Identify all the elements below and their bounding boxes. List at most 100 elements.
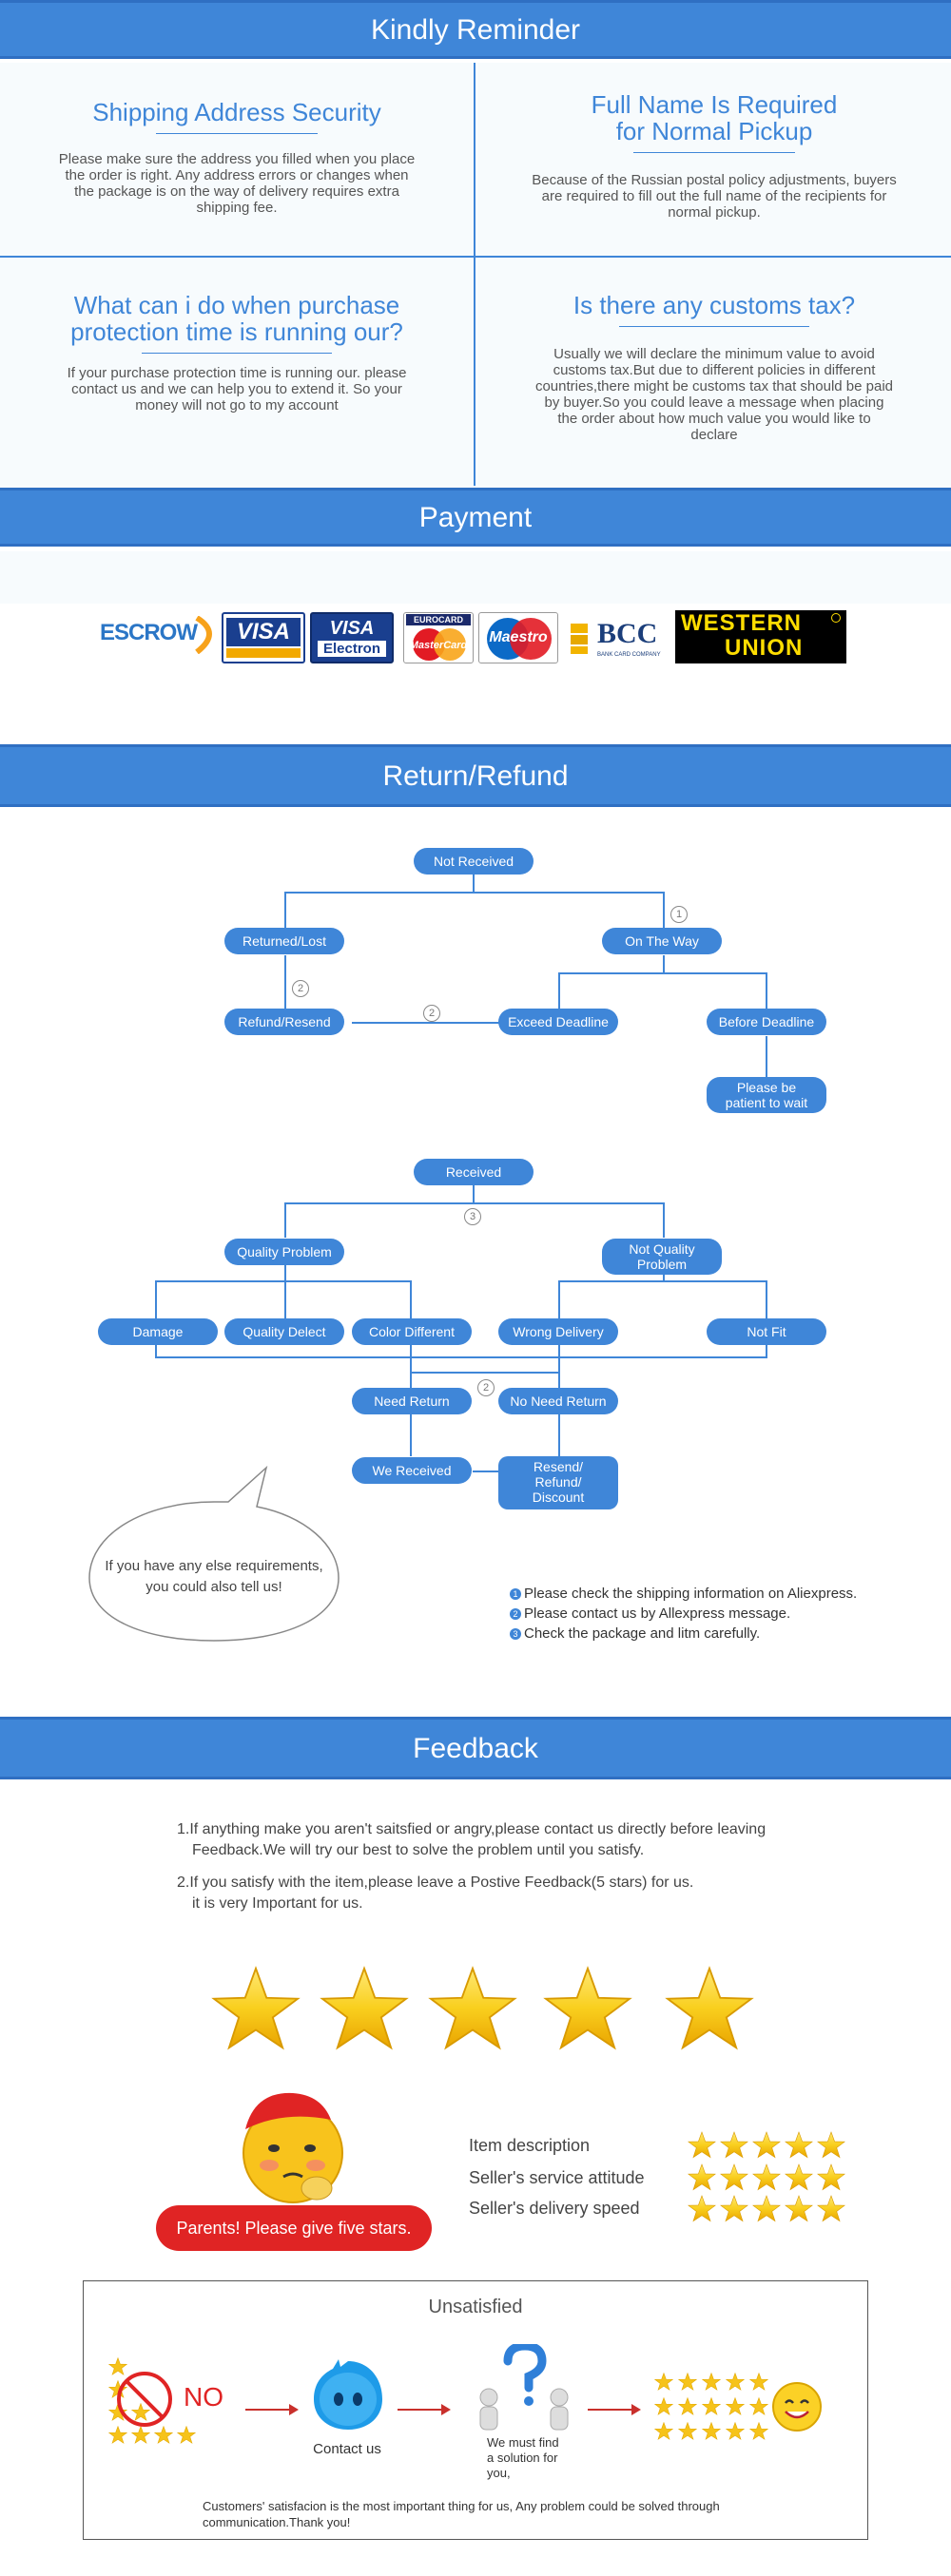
unsatisfied-footer: Customers' satisfacion is the most impor… xyxy=(203,2498,720,2530)
visa-electron-top: VISA xyxy=(329,618,375,639)
cell-body: Please make sure the address you filled … xyxy=(58,151,416,216)
escrow-swoosh-icon xyxy=(195,616,212,654)
bcc-text: BCC xyxy=(597,618,658,649)
divider xyxy=(633,152,795,153)
bubble-text: If you have any else requirements, you c… xyxy=(95,1556,333,1598)
connector xyxy=(558,1280,767,1282)
connector xyxy=(155,1280,157,1318)
cell-body: If your purchase protection time is runn… xyxy=(67,365,407,413)
marker-3: 3 xyxy=(464,1208,481,1225)
rating-stars-row xyxy=(688,2131,847,2160)
note-number-badge: 1 xyxy=(510,1588,521,1600)
node-exceed-deadline: Exceed Deadline xyxy=(498,1009,618,1035)
connector xyxy=(155,1280,412,1282)
node-before-deadline: Before Deadline xyxy=(707,1009,826,1035)
node-returned-lost: Returned/Lost xyxy=(224,928,344,954)
big-star-icon xyxy=(543,1966,632,2051)
cell-title: Is there any customs tax? xyxy=(573,291,856,319)
smiley-icon xyxy=(772,2382,822,2432)
feedback-point-1-line1: 1.If anything make you aren't saitsfied … xyxy=(177,1821,767,1837)
visa-electron-logo: VISA Electron xyxy=(310,612,394,663)
mastercard-text: MasterCard xyxy=(409,640,468,651)
feedback-point-1-line2: Feedback.We will try our best to solve t… xyxy=(192,1842,645,1858)
connector xyxy=(284,1265,286,1318)
refund-header: Return/Refund xyxy=(0,744,951,807)
node-received: Received xyxy=(414,1159,534,1185)
cell-title-line1: Full Name Is Required xyxy=(591,90,838,119)
connector xyxy=(558,1280,560,1318)
cell-title-line2: protection time is running our? xyxy=(70,317,403,346)
marker-2b: 2 xyxy=(423,1005,440,1022)
big-star-icon xyxy=(320,1966,409,2051)
node-not-received: Not Received xyxy=(414,848,534,875)
reminder-cell-customs: Is there any customs tax? Usually we wil… xyxy=(477,258,951,486)
node-resend-line3: Discount xyxy=(532,1490,585,1505)
rating-label-delivery-speed: Seller's delivery speed xyxy=(469,2199,640,2218)
maestro-logo: Maestro xyxy=(478,612,558,663)
node-be-patient: Please be patient to wait xyxy=(707,1077,826,1113)
bubble-line2: you could also tell us! xyxy=(146,1579,282,1595)
node-be-patient-line2: patient to wait xyxy=(725,1095,808,1110)
connector xyxy=(284,1202,665,1204)
no-stars-icon xyxy=(108,2357,196,2444)
node-resend-line2: Refund/ xyxy=(534,1474,582,1490)
question-people-icon xyxy=(479,2344,569,2431)
eurocard-text: EUROCARD xyxy=(406,614,471,625)
pleading-emoticon-icon xyxy=(243,2092,343,2203)
node-color-different: Color Different xyxy=(352,1318,472,1345)
rating-stars-row xyxy=(688,2195,847,2223)
payment-header: Payment xyxy=(0,488,951,547)
arrow-icon xyxy=(398,2404,451,2415)
maestro-text: Maestro xyxy=(489,629,548,645)
grid-horizontal-line xyxy=(0,256,951,258)
feedback-title: Feedback xyxy=(413,1733,538,1764)
feedback-header: Feedback xyxy=(0,1717,951,1779)
big-star-icon xyxy=(665,1966,754,2051)
payment-strip-bg xyxy=(0,551,951,604)
connector xyxy=(352,1022,499,1024)
connector xyxy=(410,1343,412,1372)
connector xyxy=(473,875,475,892)
maestro-circles-icon xyxy=(487,618,552,660)
banner-text: Parents! Please give five stars. xyxy=(176,2219,412,2238)
bcc-emblem-icon xyxy=(571,624,588,654)
connector xyxy=(284,892,665,894)
note-text: Please check the shipping information on… xyxy=(524,1586,858,1602)
speech-bubble-icon xyxy=(88,1465,340,1642)
footer-line1: Customers' satisfacion is the most impor… xyxy=(203,2499,720,2513)
divider xyxy=(142,353,332,354)
cell-title-line1: What can i do when purchase xyxy=(73,291,400,319)
connector xyxy=(410,1413,412,1456)
escrow-text: ESCROW xyxy=(100,620,198,645)
note-number-badge: 3 xyxy=(510,1628,521,1640)
no-label: NO xyxy=(184,2382,223,2412)
note-text: Please contact us by Allexpress message. xyxy=(524,1605,791,1622)
payment-logos: ESCROW VISA VISA Electron EUROCARD Maste… xyxy=(0,599,951,675)
cell-body: Usually we will declare the minimum valu… xyxy=(534,346,894,443)
feedback-point-2: 2.If you satisfy with the item,please le… xyxy=(177,1873,693,1914)
connector xyxy=(766,1343,767,1356)
node-resend-line1: Resend/ xyxy=(533,1459,584,1474)
connector xyxy=(410,1280,412,1318)
node-quality-problem: Quality Problem xyxy=(224,1239,344,1265)
unsatisfied-box: Unsatisfied NO Contact us We must find a… xyxy=(83,2280,868,2540)
bubble-line1: If you have any else requirements, xyxy=(105,1558,323,1574)
cell-title-line2: for Normal Pickup xyxy=(615,117,813,145)
grid-vertical-line xyxy=(474,63,476,486)
connector xyxy=(155,1356,767,1358)
fifteen-stars-icon xyxy=(654,2373,768,2440)
connector xyxy=(410,1372,412,1388)
connector xyxy=(284,892,286,928)
contact-us-label: Contact us xyxy=(313,2441,381,2457)
connector xyxy=(663,1202,665,1238)
visa-electron-bottom: Electron xyxy=(318,641,386,657)
reminder-header: Kindly Reminder xyxy=(0,0,951,59)
node-need-return: Need Return xyxy=(352,1388,472,1414)
reminder-cell-fullname: Full Name Is Required for Normal Pickup … xyxy=(477,63,951,256)
big-star-icon xyxy=(428,1966,517,2051)
visa-text: VISA xyxy=(226,618,301,646)
node-resend-refund-discount: Resend/ Refund/ Discount xyxy=(498,1456,618,1509)
visa-logo: VISA xyxy=(222,612,305,663)
